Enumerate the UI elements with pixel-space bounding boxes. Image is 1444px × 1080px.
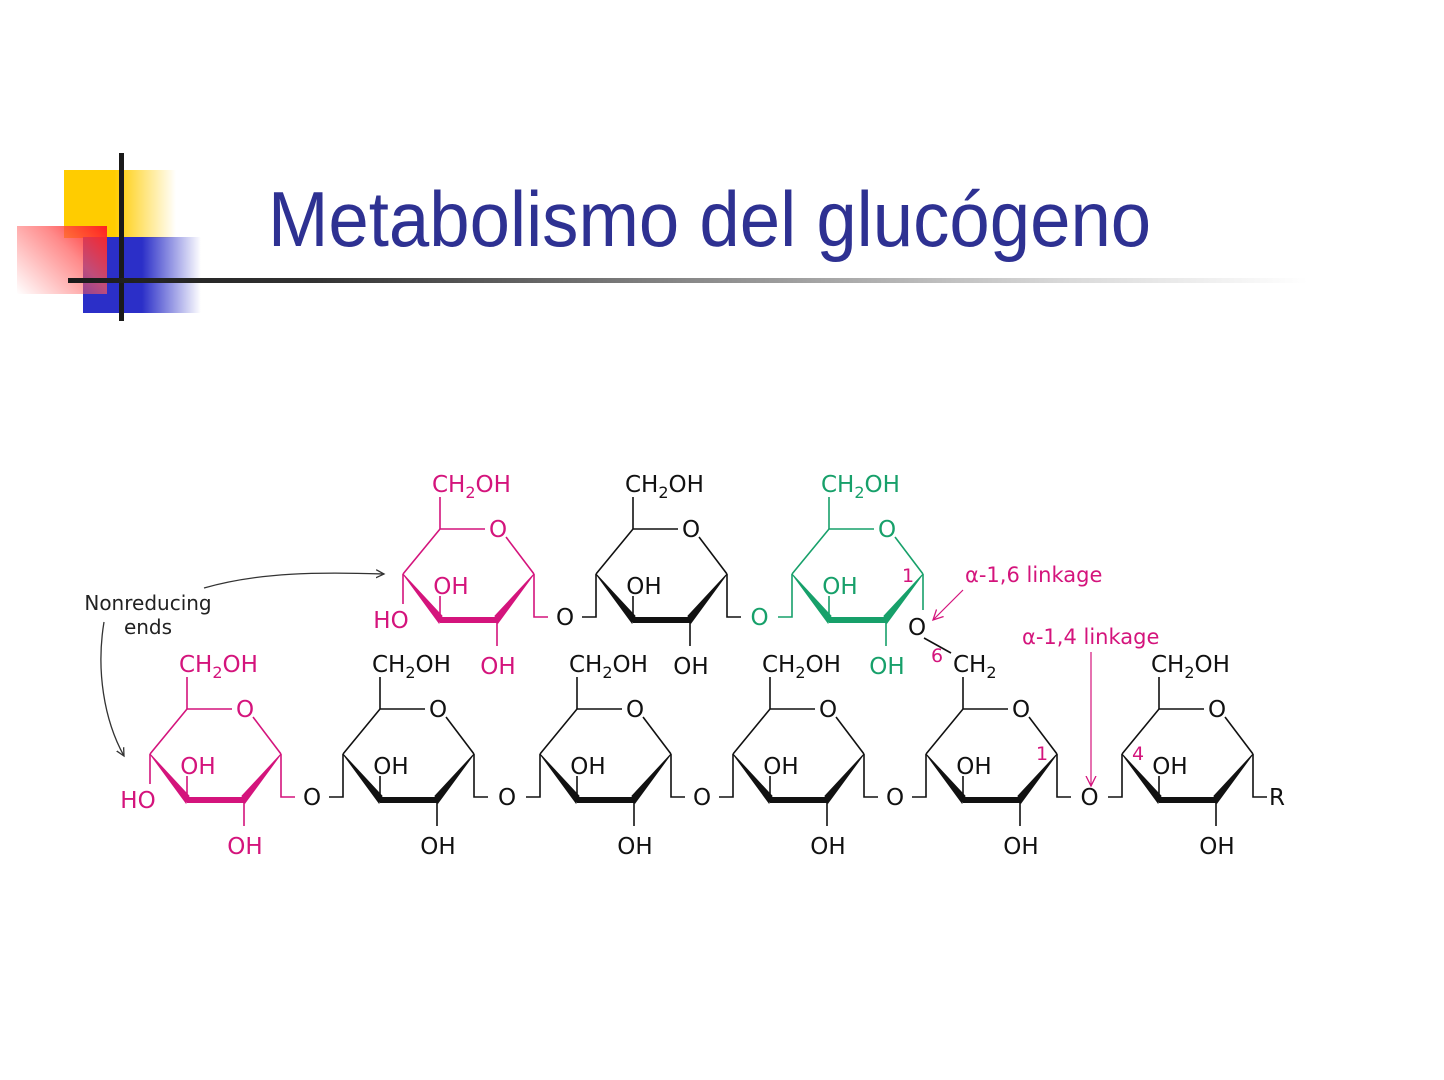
branch-oxygen: O <box>908 615 926 641</box>
glycosidic-oxygen: O <box>498 785 516 811</box>
ch2oh-label: CH2OH <box>625 472 704 502</box>
alpha-1-4-linkage-label: α-1,4 linkage <box>1022 625 1159 649</box>
oh-label: OH <box>1199 834 1234 860</box>
glucose-ring-top-2: O CH2OH OH OH <box>582 472 741 680</box>
glucose-ring-bottom-2: O CH2OH OH OH <box>329 652 488 860</box>
oh-label: OH <box>420 834 455 860</box>
carbon-number-4: 4 <box>1132 743 1144 765</box>
oh-label: OH <box>822 574 857 600</box>
oh-label: OH <box>1152 754 1187 780</box>
oh-label: OH <box>1003 834 1038 860</box>
ring-oxygen: O <box>1012 697 1030 723</box>
logo-vertical-line <box>119 153 124 321</box>
oh-label: OH <box>227 834 262 860</box>
oh-label: OH <box>869 654 904 680</box>
arrow-to-bottom-nonreducing-end <box>100 621 124 756</box>
ch2oh-label: CH2OH <box>372 652 451 682</box>
ring-oxygen: O <box>1208 697 1226 723</box>
nonreducing-ends-label: ends <box>124 615 172 639</box>
arrow-to-top-nonreducing-end <box>203 573 384 589</box>
reducing-end-r: R <box>1269 785 1285 811</box>
ho-label: HO <box>373 608 408 634</box>
glucose-ring-top-3: O CH2OH OH OH <box>778 472 924 680</box>
glucose-rings: OCH2OHOHOHHOOCH2OHOHOHOCH2OHOHOHOCH2OHOH… <box>120 472 1267 860</box>
glucose-ring-bottom-3: O CH2OH OH OH <box>526 652 685 860</box>
glucose-ring-bottom-6: O CH2OH OH OH <box>1108 652 1267 860</box>
ring-oxygen: O <box>819 697 837 723</box>
carbon-number-1: 1 <box>902 565 914 587</box>
ch2-label: CH2 <box>953 652 997 682</box>
ch2oh-label: CH2OH <box>762 652 841 682</box>
oh-label: OH <box>373 754 408 780</box>
alpha-1-6-linkage-label: α-1,6 linkage <box>965 563 1102 587</box>
oh-label: OH <box>810 834 845 860</box>
glycosidic-linkages: O O O O O O O O R <box>303 605 1285 811</box>
glycosidic-oxygen: O <box>303 785 321 811</box>
glycosidic-oxygen: O <box>886 785 904 811</box>
oh-label: OH <box>570 754 605 780</box>
glucose-ring-bottom-5: O CH2OH OH <box>912 652 1071 860</box>
ho-label: HO <box>120 788 155 814</box>
ring-oxygen: O <box>236 697 254 723</box>
oh-label: OH <box>956 754 991 780</box>
carbon-number-6: 6 <box>931 645 943 667</box>
ch2oh-label: CH2OH <box>432 472 511 502</box>
ring-oxygen: O <box>626 697 644 723</box>
slide-logo-decoration <box>0 0 1444 340</box>
alpha-1-6-arrow <box>933 589 964 620</box>
ring-oxygen: O <box>682 517 700 543</box>
ch2oh-label: CH2OH <box>179 652 258 682</box>
nonreducing-ends-label: Nonreducing <box>84 591 211 615</box>
glycosidic-oxygen: O <box>693 785 711 811</box>
slide-title: Metabolismo del glucógeno <box>268 175 1152 263</box>
ring-oxygen: O <box>489 517 507 543</box>
oh-label: OH <box>617 834 652 860</box>
ch2oh-label: CH2OH <box>569 652 648 682</box>
glucose-ring-top-1: O CH2OH OH OH HO <box>373 472 548 680</box>
ring-oxygen: O <box>878 517 896 543</box>
ch2oh-label: CH2OH <box>1151 652 1230 682</box>
glycosidic-oxygen: O <box>556 605 574 631</box>
title-underline <box>68 278 1308 283</box>
glucose-ring-bottom-1: O CH2OH OH OH HO <box>120 652 295 860</box>
oh-label: OH <box>673 654 708 680</box>
oh-label: OH <box>763 754 798 780</box>
oh-label: OH <box>433 574 468 600</box>
glycosidic-oxygen: O <box>1080 785 1098 811</box>
glucose-ring-bottom-4: O CH2OH OH OH <box>719 652 878 860</box>
ring-oxygen: O <box>429 697 447 723</box>
carbon-number-1: 1 <box>1036 743 1048 765</box>
oh-label: OH <box>480 654 515 680</box>
oh-label: OH <box>626 574 661 600</box>
ch2oh-label: CH2OH <box>821 472 900 502</box>
glycosidic-oxygen: O <box>750 605 768 631</box>
oh-label: OH <box>180 754 215 780</box>
